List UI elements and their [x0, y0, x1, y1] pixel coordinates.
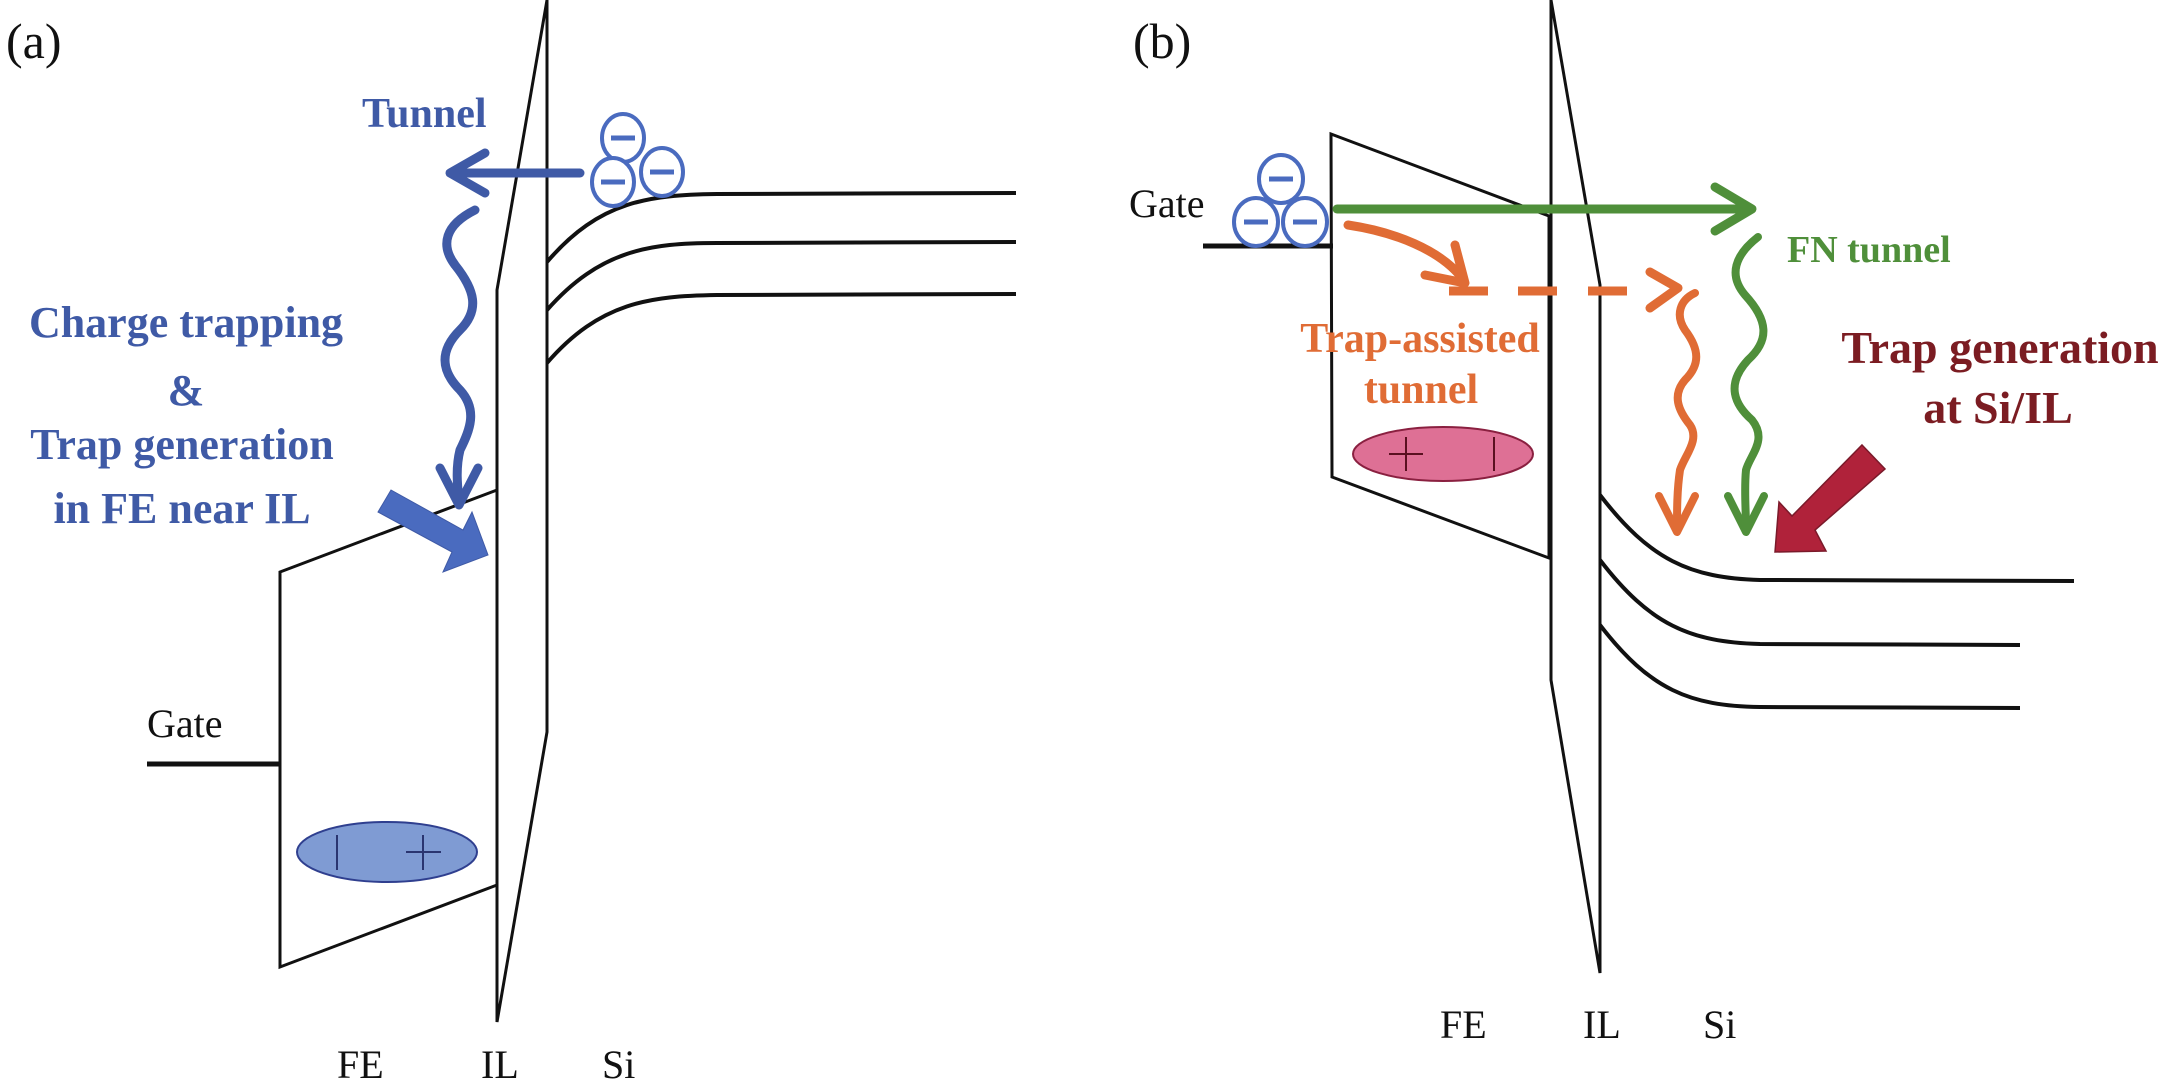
- electron-icon: [1232, 196, 1280, 248]
- mechanism-line: &: [168, 366, 205, 415]
- trap-location-block-arrow: [377, 489, 489, 573]
- trap-generation-label: Trap generation at Si/IL: [1841, 322, 2158, 433]
- layer-label-fe: FE: [1440, 1002, 1487, 1047]
- electron-icon: [639, 146, 685, 198]
- gate-label: Gate: [147, 701, 223, 746]
- electron-icon: [1281, 196, 1329, 248]
- electron-cluster: [1232, 153, 1329, 248]
- electron-icon: [590, 156, 636, 208]
- il-layer: [1549, 0, 1602, 974]
- fn-tunnel-arrow: [1332, 182, 1757, 236]
- mechanism-line: Trap generation: [30, 420, 334, 469]
- si-fermi-level: [545, 240, 1017, 312]
- panel-a-label: (a): [6, 13, 62, 69]
- layer-label-fe: FE: [337, 1042, 384, 1081]
- tunnel-label: Tunnel: [362, 91, 487, 137]
- trap-generation-label-line: Trap generation: [1841, 322, 2158, 373]
- si-fermi-level: [1598, 558, 2021, 647]
- electron-icon: [600, 112, 646, 164]
- ferroelectric-dipole: [296, 821, 478, 883]
- ferroelectric-dipole: [1352, 426, 1534, 482]
- layer-label-si: Si: [1703, 1002, 1736, 1047]
- tunnel-arrow: [445, 148, 585, 198]
- trap-generation-label-line: at Si/IL: [1923, 382, 2073, 433]
- gate-label: Gate: [1129, 181, 1205, 226]
- electron-icon: [1257, 153, 1305, 205]
- trap-assisted-tunnel-arrow: [1343, 220, 1683, 313]
- mechanism-line: in FE near IL: [53, 484, 310, 533]
- fn-tunnel-wavy-arrow: [1724, 233, 1768, 536]
- trap-assisted-label: Trap-assisted tunnel: [1300, 316, 1540, 413]
- si-conduction-band: [545, 191, 1017, 264]
- electron-cluster: [590, 112, 685, 208]
- layer-label-si: Si: [602, 1042, 635, 1081]
- fn-tunnel-label: FN tunnel: [1787, 229, 1951, 271]
- layer-labels: FE IL Si: [1440, 1002, 1736, 1047]
- trap-assisted-label-line: Trap-assisted: [1300, 316, 1540, 362]
- charge-trapping-wavy-arrow: [435, 205, 483, 510]
- panel-a: (a) Gate: [6, 0, 1017, 1081]
- si-valence-band: [545, 292, 1017, 365]
- il-layer: [495, 0, 549, 1023]
- si-valence-band: [1598, 623, 2021, 710]
- layer-label-il: IL: [481, 1042, 519, 1081]
- trap-assisted-wavy-arrow: [1655, 289, 1701, 536]
- panel-b: (b) Gate: [1129, 0, 2159, 1047]
- mechanism-text: Charge trapping & Trap generation in FE …: [29, 298, 343, 533]
- trap-generation-block-arrow: [1774, 443, 1887, 553]
- trap-assisted-label-line: tunnel: [1364, 367, 1478, 413]
- layer-labels: FE IL Si: [337, 1042, 635, 1081]
- mechanism-line: Charge trapping: [29, 298, 343, 347]
- fe-layer: [1329, 131, 1551, 561]
- layer-label-il: IL: [1583, 1002, 1621, 1047]
- panel-b-label: (b): [1133, 13, 1191, 69]
- si-conduction-band: [1598, 493, 2075, 583]
